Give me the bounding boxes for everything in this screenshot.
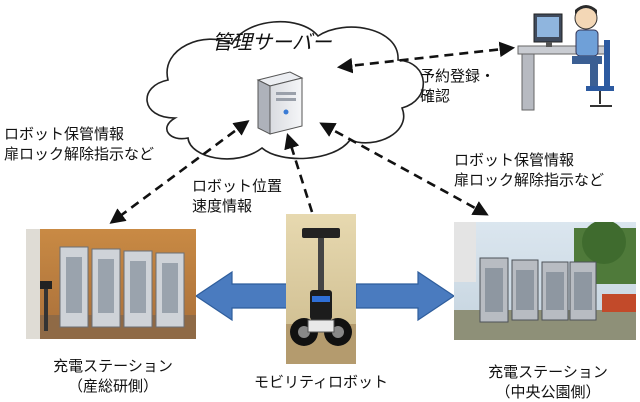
station-right-line2: （中央公園側） [495, 383, 601, 401]
robot-info-left-line1: ロボット保管情報 [4, 125, 125, 143]
robot-photo [286, 214, 356, 364]
robot-info-left-label: ロボット保管情報 扉ロック解除指示など [4, 124, 154, 164]
server-icon [256, 71, 304, 135]
station-right-label: 充電ステーション （中央公園側） [456, 362, 640, 402]
operator-icon [517, 5, 614, 111]
position-speed-line2: 速度情報 [192, 197, 253, 215]
robot-info-right-line1: ロボット保管情報 [454, 151, 575, 169]
robot-label: モビリティロボット [253, 373, 389, 391]
robot-info-right-line2: 扉ロック解除指示など [454, 171, 605, 189]
station-photo-left [26, 229, 196, 339]
station-left-label: 充電ステーション （産総研側） [28, 356, 198, 396]
arrow-robot-server [284, 133, 314, 213]
robot-info-right-label: ロボット保管情報 扉ロック解除指示など [454, 150, 604, 190]
robot-info-left-line2: 扉ロック解除指示など [4, 145, 155, 163]
station-photo-right [454, 222, 636, 340]
reservation-label: 予約登録・ 確認 [420, 66, 495, 106]
dashed-arrows [109, 41, 516, 224]
server-title: 管理サーバー [212, 30, 332, 54]
station-left-line2: （産総研側） [67, 377, 158, 395]
station-right-line1: 充電ステーション [488, 363, 608, 381]
blue-arrows [194, 270, 456, 322]
blue-arrow-right [355, 270, 456, 322]
arrow-server-station-right [319, 122, 489, 216]
position-speed-label: ロボット位置 速度情報 [192, 176, 282, 216]
position-speed-line1: ロボット位置 [192, 177, 283, 195]
station-left-line1: 充電ステーション [53, 357, 173, 375]
reservation-label-line2: 確認 [420, 87, 451, 105]
arrow-server-station-left [109, 120, 250, 224]
blue-arrow-left [194, 270, 293, 322]
reservation-label-line1: 予約登録・ [420, 67, 496, 85]
